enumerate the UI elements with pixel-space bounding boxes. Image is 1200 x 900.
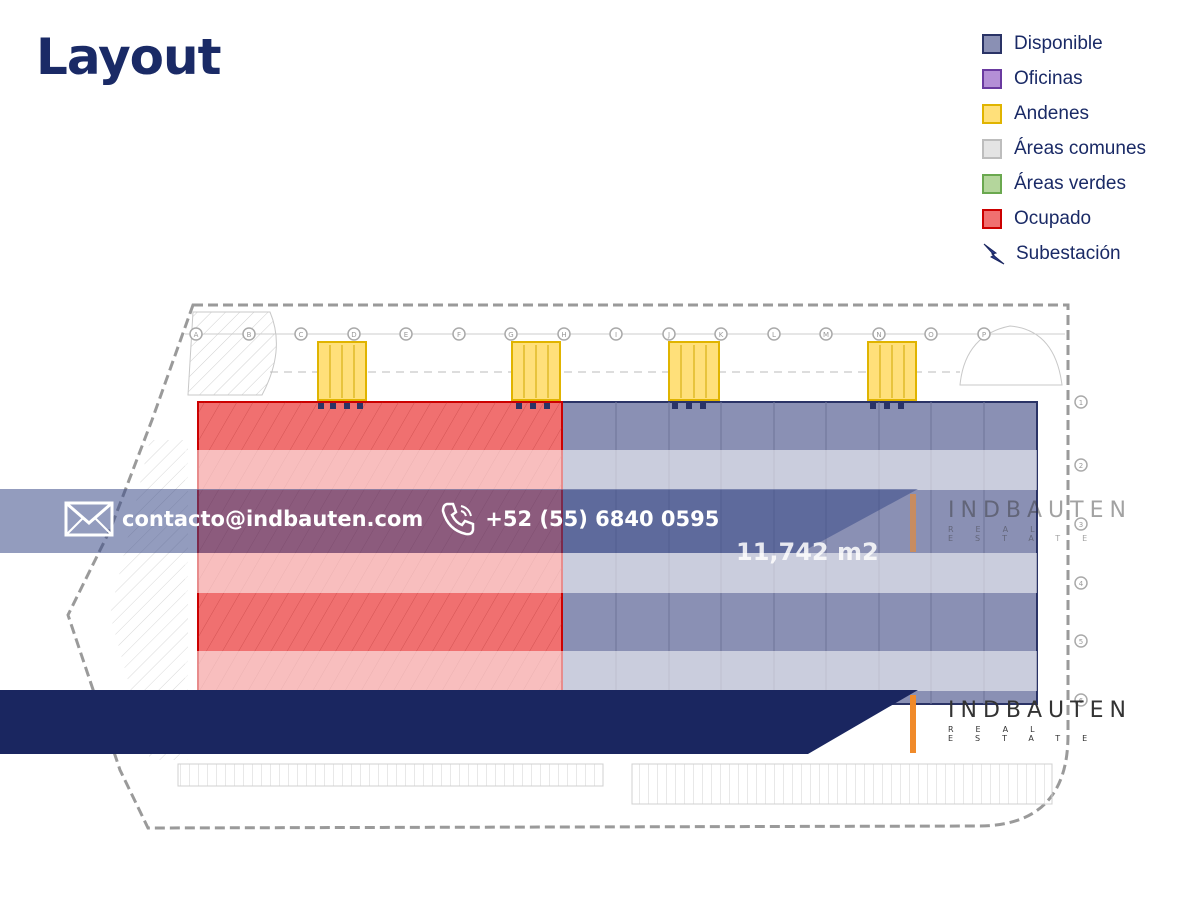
contact-phone[interactable]: +52 (55) 6840 0595 [485, 507, 720, 531]
grid-number: 6 [1079, 697, 1084, 705]
legend-item-oficinas: Oficinas [982, 61, 1146, 96]
overlay-stripe-3 [185, 651, 1037, 691]
brand-bar-top [910, 494, 916, 552]
brand-tagline: REAL ESTATE [948, 525, 1110, 543]
grid-letter: H [561, 331, 566, 339]
andenes-doors [329, 345, 905, 398]
site-right-arc [959, 325, 1063, 386]
legend-swatch [982, 33, 1002, 54]
grid-letter: B [247, 331, 252, 339]
legend-item-disponible: Disponible [982, 26, 1146, 61]
grid-letter: N [876, 331, 881, 339]
legend-swatch [982, 68, 1002, 89]
grid-letter: G [508, 331, 513, 339]
phone-icon [441, 502, 475, 536]
grid-letter: L [772, 331, 776, 339]
legend-swatch [982, 103, 1002, 124]
grid-number: 4 [1079, 580, 1084, 588]
brand-name: INDBAUTEN [948, 498, 1132, 523]
grid-letter: M [823, 331, 829, 339]
overlay-stripe-2 [185, 553, 1037, 593]
grid-number: 3 [1079, 521, 1083, 529]
envelope-icon [64, 501, 114, 537]
grid-number: 1 [1079, 399, 1083, 407]
grid-letter: O [928, 331, 934, 339]
brand-logo-top: INDBAUTEN REAL ESTATE [948, 498, 1200, 543]
lightning-bolt-icon [983, 243, 1005, 264]
brand-name: INDBAUTEN [948, 698, 1132, 723]
brand-bar-bottom [910, 695, 916, 753]
grid-letter: A [194, 331, 199, 339]
grid-letter: C [299, 331, 304, 339]
dock-door-marks [318, 403, 904, 409]
legend-swatch [982, 138, 1002, 159]
legend: Disponible Oficinas Andenes Áreas comune… [982, 26, 1146, 271]
grid-letter: J [667, 331, 670, 339]
brand-logo-bottom: INDBAUTEN REAL ESTATE [948, 698, 1200, 743]
legend-item-areas-comunes: Áreas comunes [982, 131, 1146, 166]
brand-tagline: REAL ESTATE [948, 725, 1110, 743]
contact-email[interactable]: contacto@indbauten.com [122, 507, 424, 531]
legend-label: Oficinas [1014, 67, 1083, 89]
legend-item-subestacion: Subestación [982, 236, 1146, 271]
navy-band [0, 690, 918, 754]
grid-number: 2 [1079, 462, 1083, 470]
grid-row-markers [1074, 395, 1088, 707]
legend-swatch [982, 173, 1002, 194]
legend-label: Ocupado [1014, 207, 1092, 229]
contact-bar: contacto@indbauten.com +52 (55) 6840 059… [64, 500, 719, 538]
area-label: 11,742 m2 [736, 538, 879, 566]
parking-bottom-right [631, 763, 1053, 805]
grid-column-markers [189, 327, 991, 341]
legend-label: Disponible [1014, 32, 1103, 54]
grid-letter: P [982, 331, 986, 339]
grid-letter: E [404, 331, 408, 339]
site-left-hatch [187, 311, 277, 396]
page-title: Layout [36, 28, 222, 86]
contact-band [0, 489, 918, 553]
legend-item-areas-verdes: Áreas verdes [982, 166, 1146, 201]
legend-item-andenes: Andenes [982, 96, 1146, 131]
legend-label: Subestación [1016, 242, 1121, 264]
parking-bottom-left [177, 763, 604, 787]
legend-swatch [982, 208, 1002, 229]
grid-letter: I [615, 331, 617, 339]
grid-letter: K [719, 331, 724, 339]
legend-item-ocupado: Ocupado [982, 201, 1146, 236]
legend-label: Áreas verdes [1014, 172, 1126, 194]
grid-letter: F [457, 331, 461, 339]
grid-number: 5 [1079, 638, 1083, 646]
overlay-stripe-1 [185, 450, 1037, 490]
grid-letter: D [351, 331, 356, 339]
legend-label: Andenes [1014, 102, 1090, 124]
legend-label: Áreas comunes [1014, 137, 1147, 159]
